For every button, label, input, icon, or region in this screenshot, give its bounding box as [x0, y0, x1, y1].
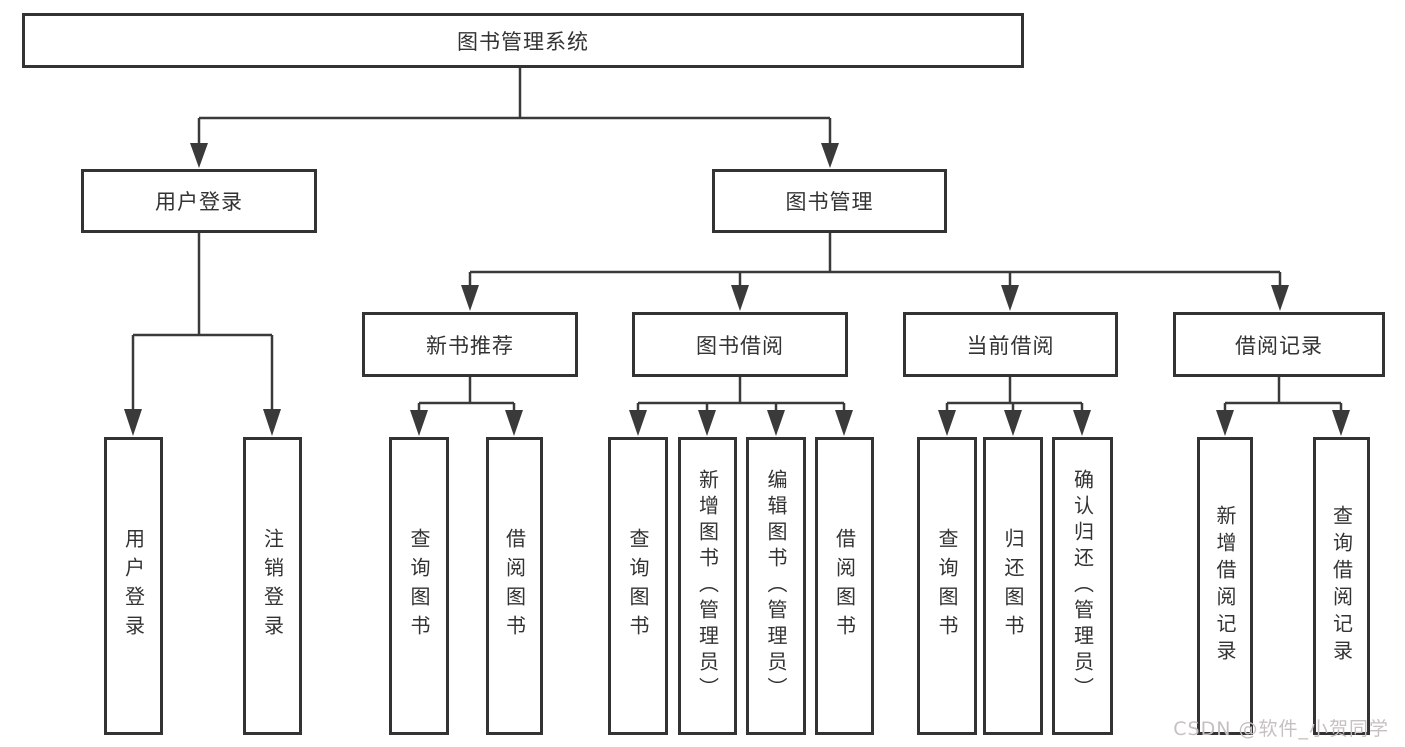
arrowhead — [835, 410, 853, 436]
arrowhead — [821, 143, 839, 168]
connector-book-borrow-to-leaves — [629, 377, 853, 436]
leaf-add-borrow-record: 新增借阅记录 — [1197, 437, 1253, 735]
node-new-book-recommend: 新书推荐 — [362, 312, 578, 377]
connector-user-login-to-leaves — [124, 233, 281, 436]
arrowhead — [1001, 285, 1019, 311]
leaf-borrow-books-recommend: 借阅图书 — [486, 437, 543, 735]
leaf-query-books-borrow: 查询图书 — [608, 437, 668, 735]
csdn-watermark: CSDN @软件_小贺同学 — [1173, 718, 1389, 740]
arrowhead — [629, 410, 647, 436]
leaf-query-books-recommend: 查询图书 — [389, 437, 449, 735]
arrowhead — [190, 143, 208, 168]
leaf-user-login: 用户登录 — [104, 437, 163, 735]
connector-current-borrow-to-leaves — [938, 377, 1091, 436]
arrowhead — [1332, 410, 1350, 436]
arrowhead — [1073, 410, 1091, 436]
arrowhead — [461, 285, 479, 311]
arrowhead — [1004, 410, 1022, 436]
leaf-query-borrow-record: 查询借阅记录 — [1313, 437, 1370, 735]
arrowhead — [767, 410, 785, 436]
arrowhead — [263, 409, 281, 436]
leaf-add-books-admin: 新增图书（管理员） — [678, 437, 737, 735]
arrowhead — [124, 409, 142, 436]
arrowhead — [698, 410, 716, 436]
node-book-management: 图书管理 — [712, 169, 947, 233]
leaf-logout: 注销登录 — [243, 437, 302, 735]
node-user-login: 用户登录 — [81, 169, 317, 233]
leaf-edit-books-admin: 编辑图书（管理员） — [746, 437, 806, 735]
leaf-query-books-current: 查询图书 — [917, 437, 977, 735]
node-current-borrow: 当前借阅 — [903, 312, 1118, 377]
arrowhead — [938, 410, 956, 436]
arrowhead — [731, 285, 749, 311]
leaf-borrow-books: 借阅图书 — [815, 437, 874, 735]
connector-new-book-recommend-to-leaves — [410, 377, 523, 436]
connector-root-to-level2 — [190, 68, 839, 168]
connector-borrow-records-to-leaves — [1216, 377, 1350, 436]
leaf-confirm-return-admin: 确认归还（管理员） — [1052, 437, 1113, 735]
arrowhead — [1271, 285, 1289, 311]
arrowhead — [1216, 410, 1234, 436]
node-book-borrow: 图书借阅 — [632, 312, 848, 377]
connector-book-management-to-level3 — [461, 233, 1289, 311]
node-root-system: 图书管理系统 — [22, 13, 1024, 68]
node-borrow-records: 借阅记录 — [1173, 312, 1385, 377]
leaf-return-books: 归还图书 — [983, 437, 1043, 735]
arrowhead — [410, 410, 428, 436]
arrowhead — [505, 410, 523, 436]
